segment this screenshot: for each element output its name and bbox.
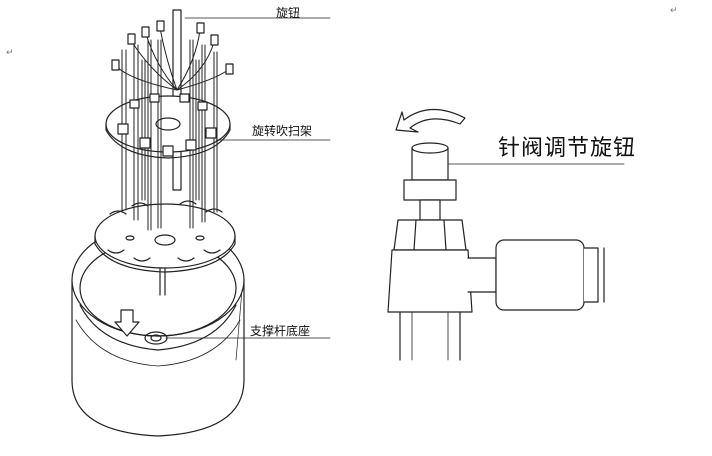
label-support-rod-base: 支撑杆底座 [250, 324, 311, 338]
valve-knob [403, 142, 457, 221]
tube-tips [111, 20, 234, 75]
valve-side-tube [467, 239, 605, 311]
lower-tray [94, 200, 236, 273]
valve-hex-body [387, 219, 473, 361]
label-knob: 旋钮 [276, 6, 301, 20]
needle-valve-drawing [387, 108, 625, 361]
paragraph-mark-left: ↵ [6, 48, 14, 58]
paragraph-mark-right: ↵ [670, 6, 678, 16]
down-arrow [114, 309, 140, 337]
evaporator-drawing [71, 9, 331, 437]
leader-lines [165, 17, 331, 339]
rotation-arrow [395, 108, 466, 133]
label-needle-valve-knob: 针阀调节旋钮 [498, 136, 637, 161]
label-rotating-blow-rack: 旋转吹扫架 [252, 124, 313, 138]
rack-connectors [117, 93, 217, 157]
